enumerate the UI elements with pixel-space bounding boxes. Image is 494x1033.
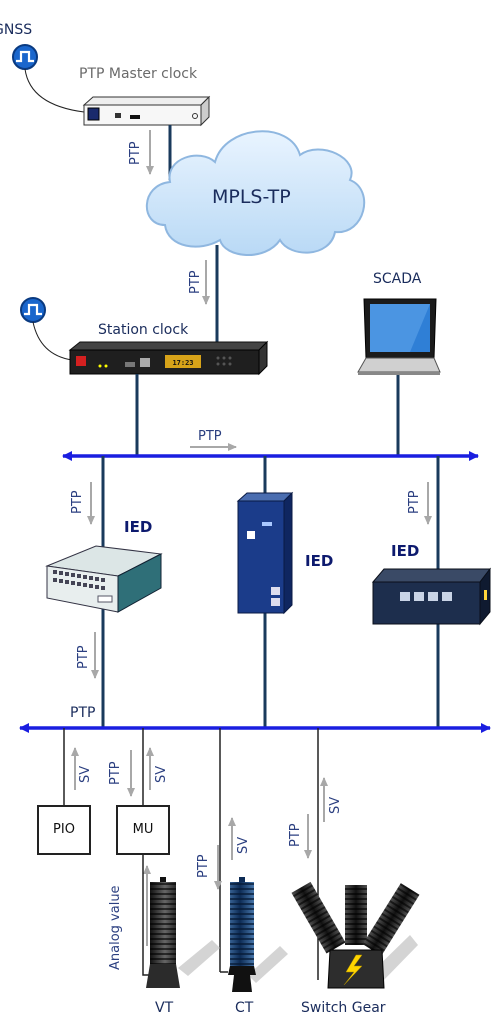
scada-label: SCADA [373,271,422,287]
ptp-master-clock-device [82,95,211,127]
ptp-label-ct: PTP [196,854,211,878]
ied-2-device [236,491,294,615]
ptp-master-clock-label: PTP Master clock [79,66,198,82]
ptp-label-mu: PTP [108,761,123,785]
ptp-label-sg: PTP [288,823,303,847]
gnss-icon-top [12,44,38,70]
switch-gear [291,881,420,989]
ct-label: CT [235,1000,254,1016]
vt-label: VT [155,1000,174,1016]
ied-3-label: IED [391,542,420,560]
scada-laptop [357,298,441,375]
mpls-tp-label: MPLS-TP [212,186,291,208]
station-clock-label: Station clock [98,322,189,338]
switch-gear-label: Switch Gear [301,1000,386,1016]
ied-1-device [45,545,163,613]
ptp-label-ied1-lower: PTP [76,645,91,669]
vt-insulator [146,877,220,988]
pio-label: PIO [53,822,75,837]
ptp-label-master: PTP [128,141,143,165]
ptp-label-cloud: PTP [188,270,203,294]
ptp-label-ied3: PTP [407,490,422,514]
sv-label-ct: SV [236,836,251,854]
ied-1-label: IED [124,518,153,536]
ied-3-device [371,567,492,626]
mu-label: MU [132,822,154,837]
pio-box [37,805,91,855]
gnss-cable-station [32,321,73,361]
gnss-icon-station [20,297,46,323]
ied-2-label: IED [305,552,334,570]
ptp-label-process-bus: PTP [70,705,96,721]
ptp-label-station-bus: PTP [198,429,222,444]
mu-box [116,805,170,855]
ptp-label-ied1: PTP [70,490,85,514]
sv-label-sg: SV [328,796,343,814]
sv-label-pio: SV [78,765,93,783]
sv-label-mu: SV [154,765,169,783]
station-clock-display: 17:23 [172,359,193,367]
analog-value-label: Analog value [108,885,123,970]
mpls-tp-cloud [145,130,366,256]
ct-insulator [228,877,288,992]
gnss-label: GNSS [0,22,33,38]
station-clock-device [68,340,269,376]
gnss-cable-top [24,68,85,113]
